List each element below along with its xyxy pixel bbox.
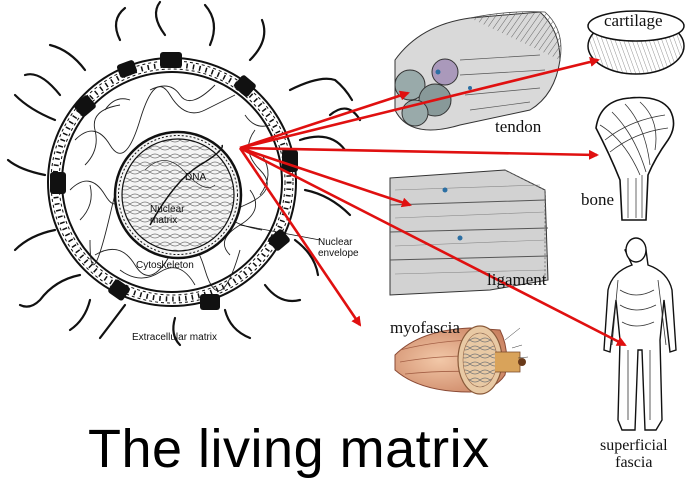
cytoskeleton-label: Cytoskeleton xyxy=(136,260,194,271)
superficial-fascia-label: superficial fascia xyxy=(600,437,668,471)
tendon-illustration xyxy=(395,12,561,130)
ligament-label: ligament xyxy=(487,270,546,290)
nuclear-envelope-label: Nuclear envelope xyxy=(318,237,359,259)
nucleus xyxy=(115,132,241,258)
myofascia-label: myofascia xyxy=(390,318,460,338)
cartilage-label: cartilage xyxy=(604,11,663,31)
bone-label: bone xyxy=(581,190,614,210)
page-title: The living matrix xyxy=(88,418,490,480)
nuclear-matrix-label: Nuclear matrix xyxy=(150,204,184,226)
dna-label: DNA xyxy=(185,172,206,183)
extracellular-matrix-label: Extracellular matrix xyxy=(132,332,217,343)
superficial-fascia-figure xyxy=(604,238,676,430)
tendon-label: tendon xyxy=(495,117,541,137)
